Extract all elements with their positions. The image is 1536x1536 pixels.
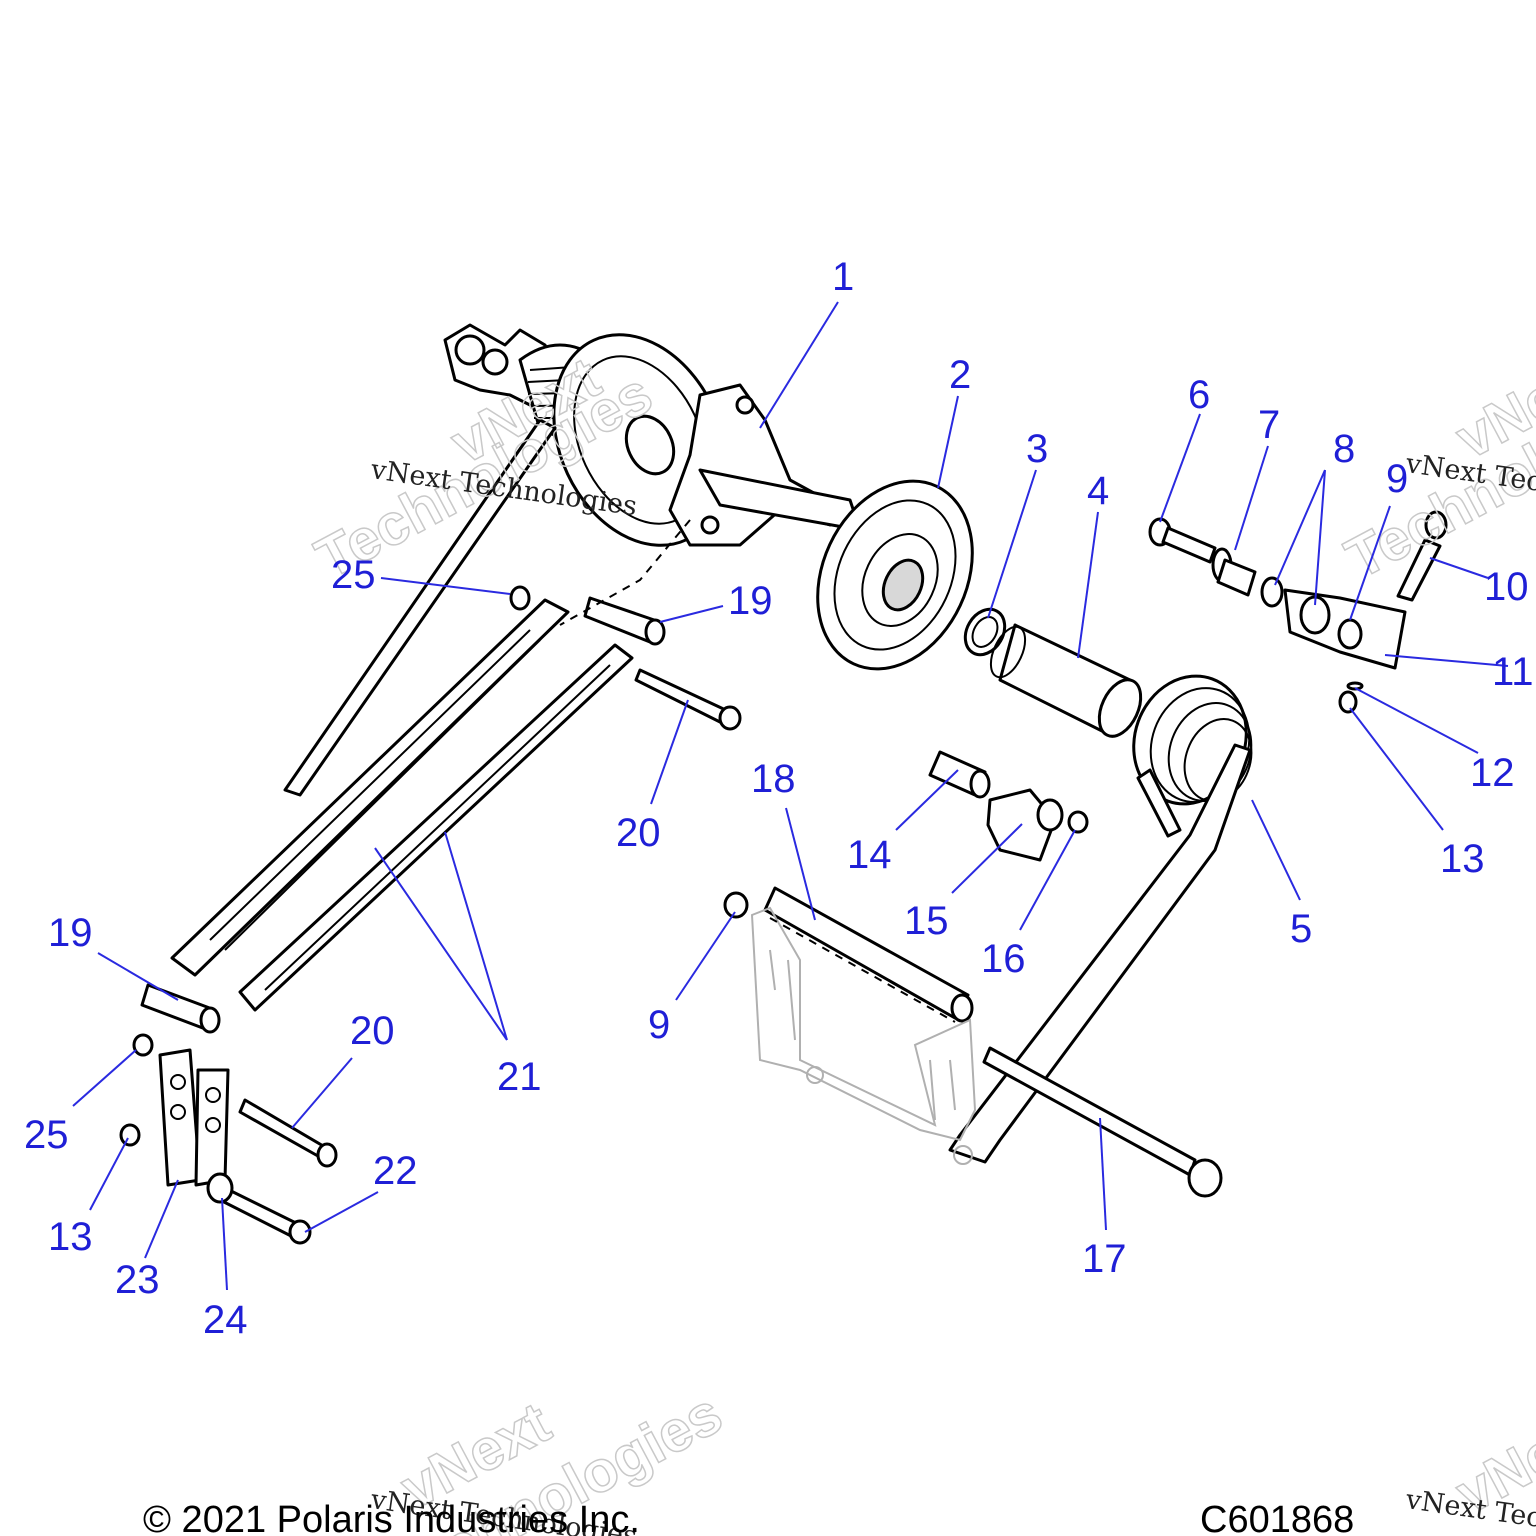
part-long-bolt (982, 1046, 1223, 1198)
callout-2: 2 (949, 353, 971, 397)
callout-11: 11 (1492, 650, 1534, 694)
callout-22: 22 (373, 1149, 418, 1193)
callout-9-upper: 9 (1386, 457, 1408, 501)
line-art (119, 323, 1448, 1245)
part-lower-link-hardware (119, 983, 338, 1245)
callout-20-lower: 20 (350, 1009, 395, 1053)
callout-5: 5 (1290, 907, 1312, 951)
callout-19-upper: 19 (728, 579, 773, 623)
callout-18: 18 (751, 757, 796, 801)
part-idler-wheel (816, 479, 974, 671)
callout-13-right: 13 (1440, 837, 1485, 881)
callout-3: 3 (1026, 427, 1048, 471)
callout-21: 21 (497, 1055, 542, 1099)
footer: © 2021 Polaris Industries Inc. C601868 (143, 1499, 1354, 1536)
callout-25-lower: 25 (24, 1113, 69, 1157)
callout-14: 14 (847, 833, 892, 877)
callout-12: 12 (1470, 751, 1515, 795)
callout-numbers: 1 2 3 4 5 6 7 8 9 10 11 12 13 14 15 16 1… (24, 255, 1534, 1342)
callout-10: 10 (1484, 565, 1529, 609)
leader-lines (72, 301, 1509, 1291)
part-upper-bushing-and-bolt (559, 519, 742, 731)
part-pivot-block (928, 750, 1089, 862)
drawing-number: C601868 (1200, 1499, 1354, 1536)
callout-25-upper: 25 (331, 553, 376, 597)
part-clamp-hardware (1148, 510, 1448, 714)
part-axle-hub-assembly (443, 323, 862, 547)
callout-17: 17 (1082, 1237, 1127, 1281)
callout-1: 1 (832, 255, 854, 299)
part-rail-straps (170, 418, 634, 1012)
callout-4: 4 (1087, 469, 1109, 513)
callout-20-upper: 20 (616, 811, 661, 855)
callout-23: 23 (115, 1258, 160, 1302)
part-torsion-spring (948, 674, 1253, 1164)
callout-9-lower: 9 (648, 1003, 670, 1047)
callout-8: 8 (1333, 427, 1355, 471)
callout-6: 6 (1188, 373, 1210, 417)
callout-19-lower: 19 (48, 911, 93, 955)
part-cross-shaft (723, 886, 977, 1165)
callout-13-lower: 13 (48, 1215, 93, 1259)
copyright-notice: © 2021 Polaris Industries Inc. (143, 1499, 640, 1536)
callout-24: 24 (203, 1298, 248, 1342)
callout-15: 15 (904, 899, 949, 943)
callout-16: 16 (981, 937, 1026, 981)
part-spacer-tube (989, 623, 1143, 738)
callout-7: 7 (1258, 403, 1280, 447)
